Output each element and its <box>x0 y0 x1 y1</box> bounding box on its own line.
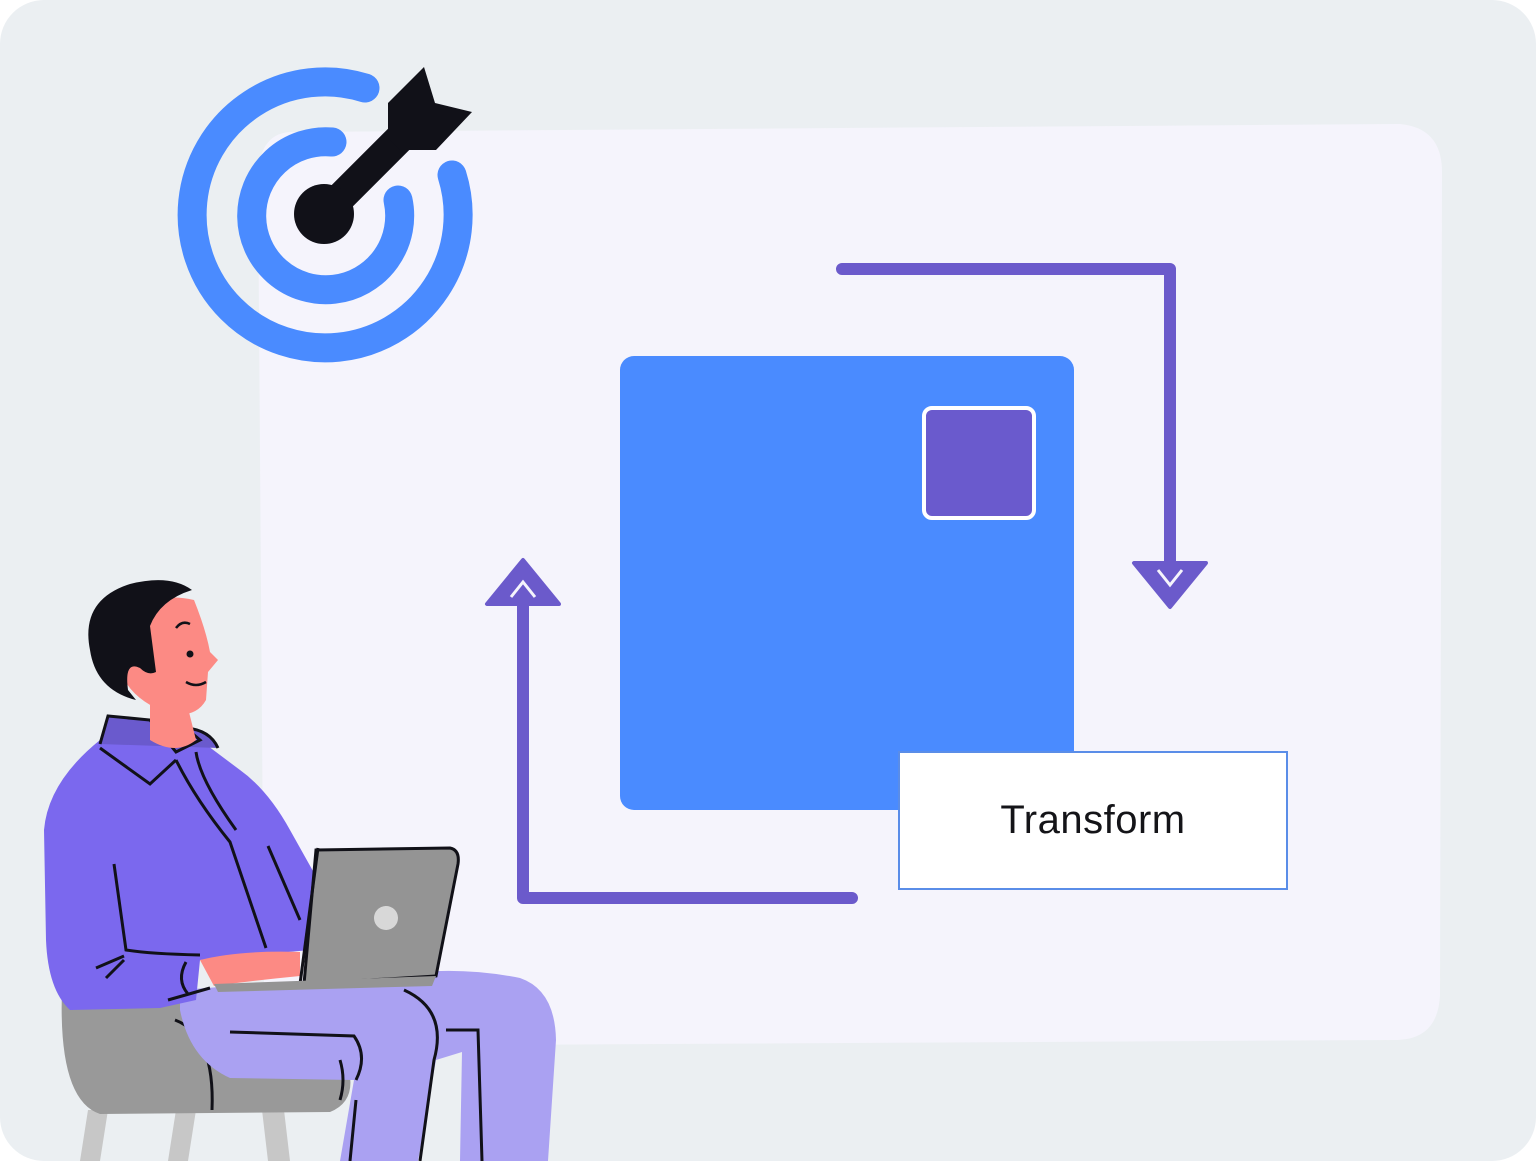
transform-label-box: Transform <box>898 751 1288 890</box>
purple-square <box>922 406 1036 520</box>
hair <box>88 580 192 700</box>
dart-arrow-icon <box>294 67 472 244</box>
pants <box>180 970 556 1161</box>
target-icon <box>177 67 473 363</box>
chair-legs <box>80 1110 290 1161</box>
shirt <box>44 719 318 1010</box>
arrow-top-right <box>836 263 1176 586</box>
arrow-bottom-left <box>517 584 858 904</box>
person-illustration <box>44 580 556 1161</box>
hand <box>200 951 300 986</box>
cycle-arrows-icon <box>485 263 1208 904</box>
transform-label: Transform <box>1000 798 1186 842</box>
